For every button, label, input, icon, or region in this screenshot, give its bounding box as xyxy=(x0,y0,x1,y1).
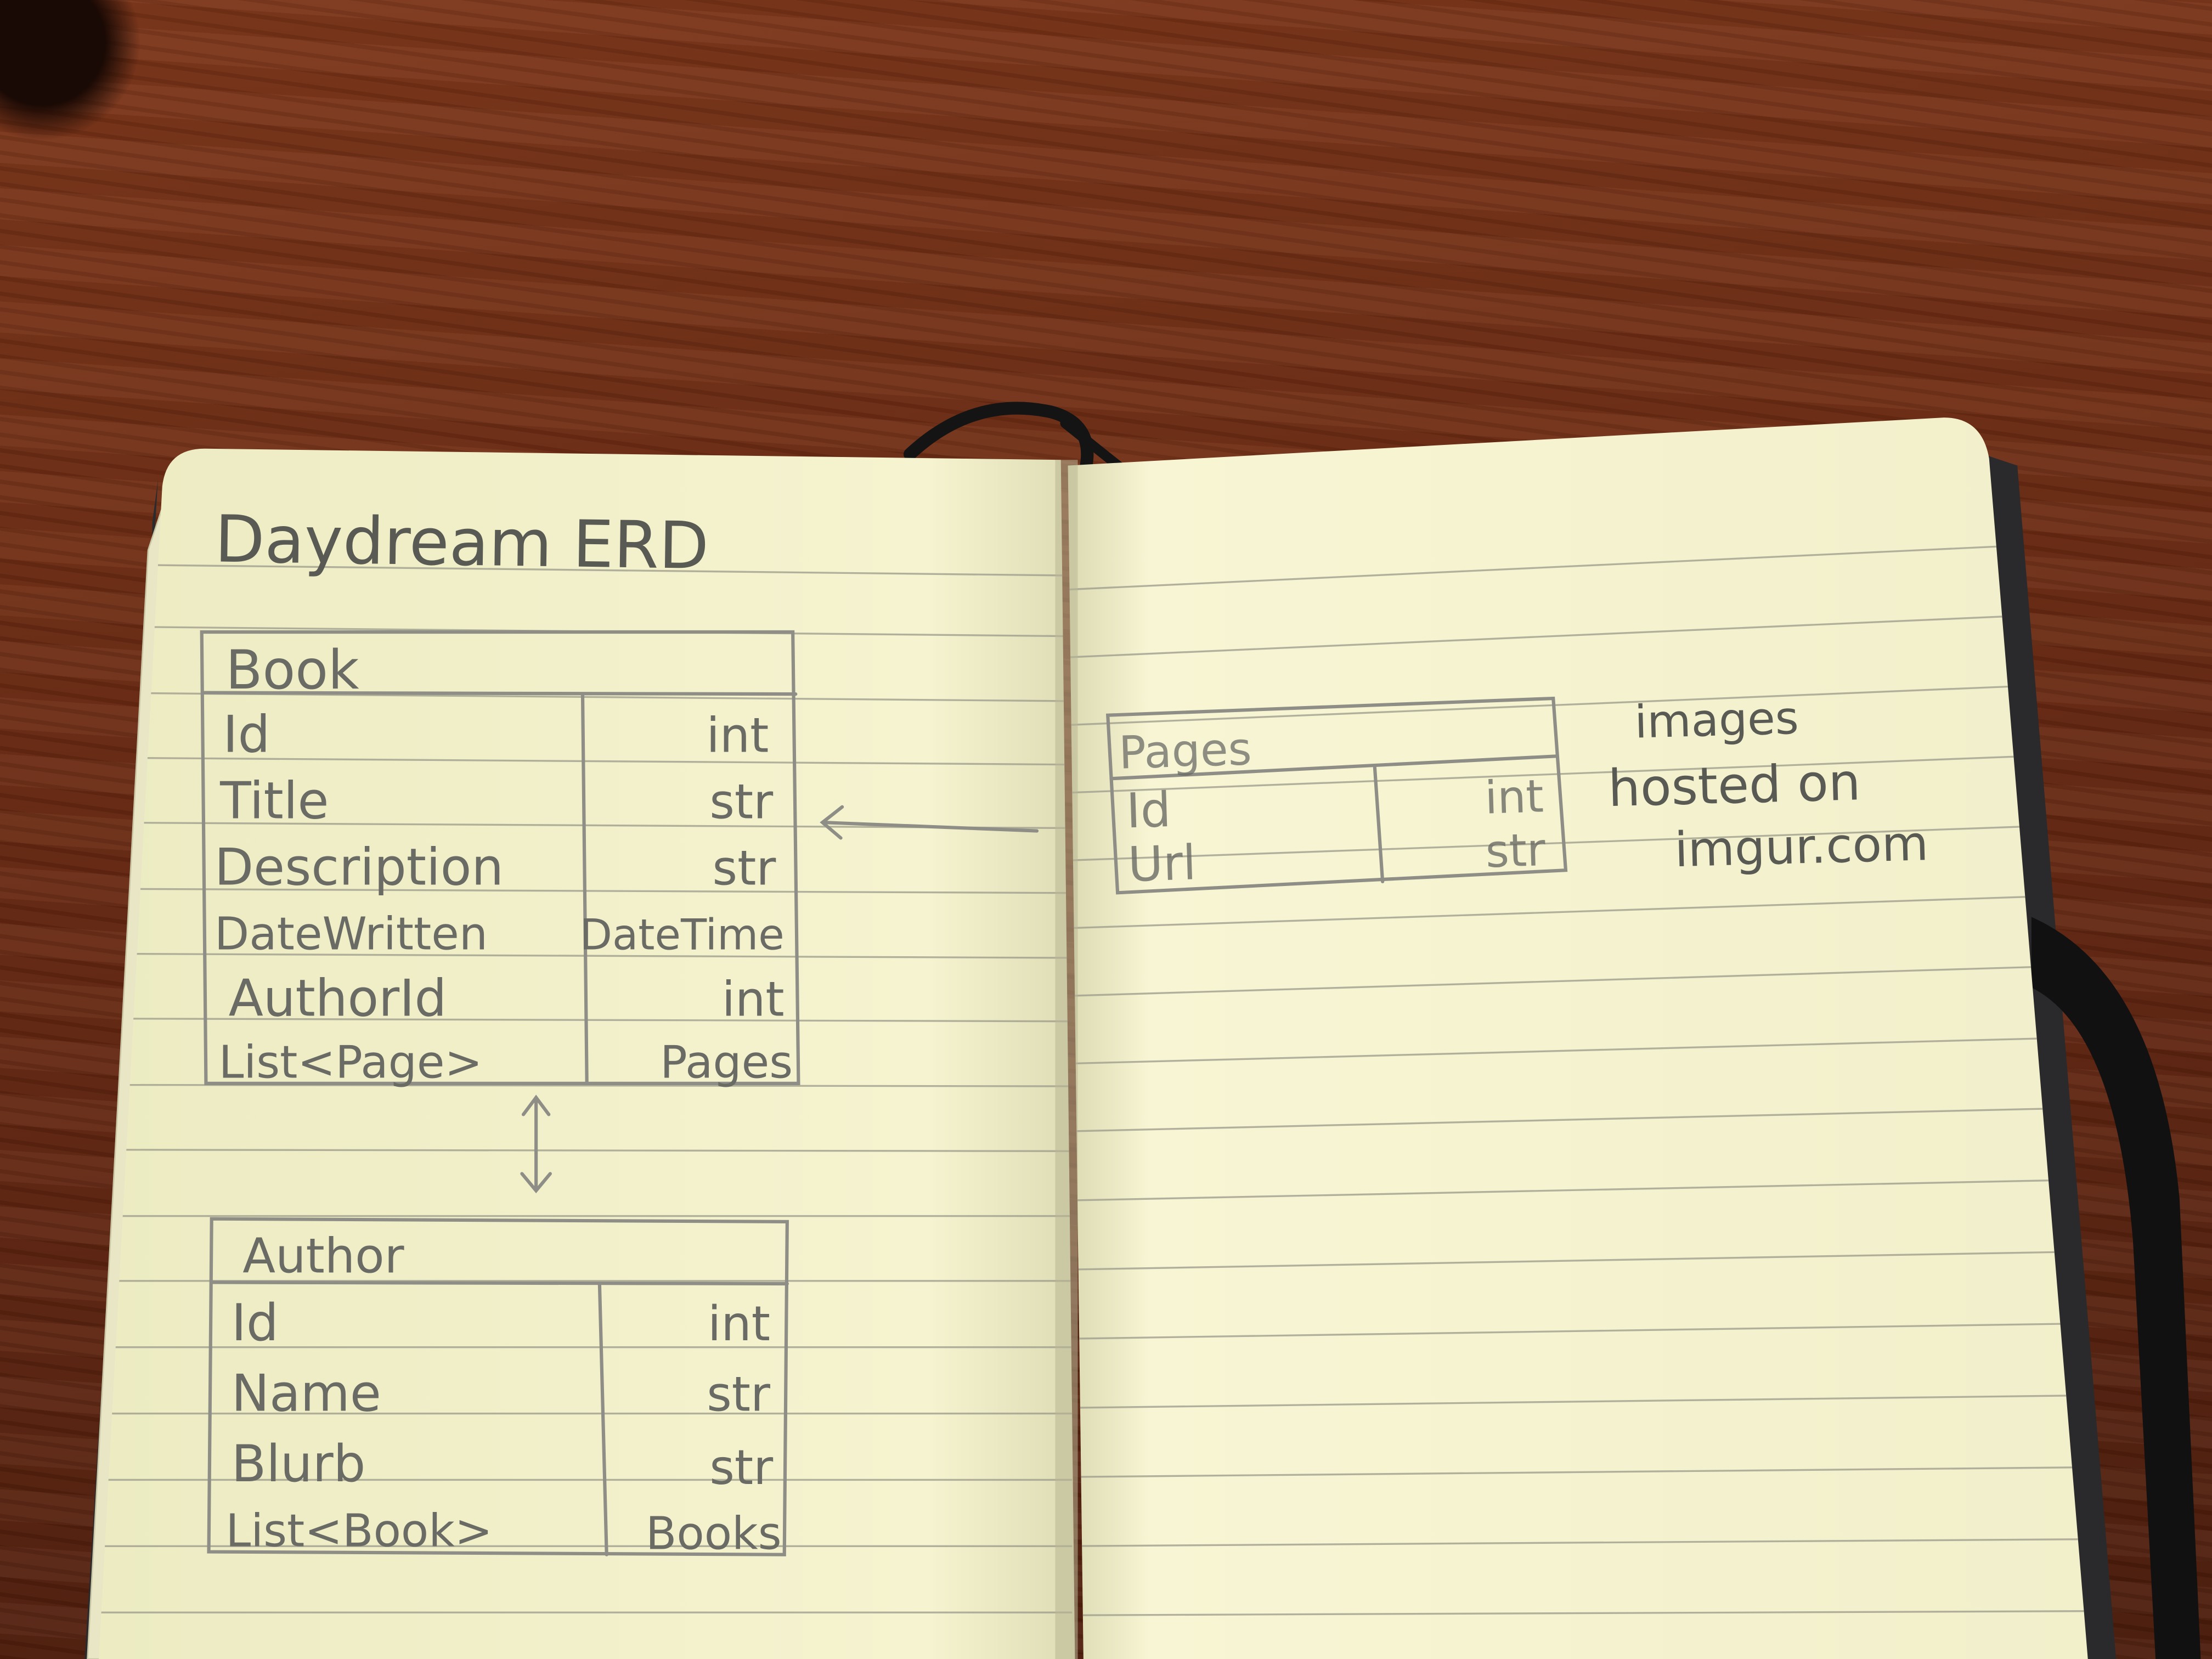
note-line: hosted on xyxy=(1607,752,1861,818)
book-field-type: int xyxy=(722,971,785,1027)
book-field-name: AuthorId xyxy=(229,968,447,1028)
book-entity-name: Book xyxy=(225,639,359,702)
pages-field-type: str xyxy=(1485,824,1546,878)
book-entity: Book Id int Title str Description str Da… xyxy=(200,630,800,1089)
pages-field-name: Id xyxy=(1125,782,1171,839)
ribbon-tail xyxy=(1060,418,1127,473)
note-line: imgur.com xyxy=(1674,815,1929,878)
book-field-name: List<Page> xyxy=(219,1037,483,1089)
author-field-name: Blurb xyxy=(232,1434,366,1493)
pages-entity: Pages Id int Url str xyxy=(1105,696,1568,895)
pages-book-relationship-arrow xyxy=(820,805,1039,840)
author-field-name: Name xyxy=(232,1363,381,1423)
note-line: images xyxy=(1634,692,1799,749)
book-field-type: str xyxy=(713,840,776,896)
right-page xyxy=(1068,417,2088,1659)
book-field-name: Description xyxy=(215,837,504,896)
author-entity: Author Id int Name str Blurb str List<Bo… xyxy=(207,1217,789,1560)
author-field-type: Books xyxy=(646,1508,782,1560)
book-field-type: DateTime xyxy=(580,911,785,960)
hosting-note: images hosted on imgur.com xyxy=(1607,692,1929,878)
author-field-name: List<Book> xyxy=(225,1505,492,1557)
author-entity-name: Author xyxy=(242,1228,404,1284)
author-field-type: int xyxy=(708,1296,770,1352)
right-page-rules xyxy=(1068,540,2088,1616)
book-field-type: Pages xyxy=(660,1037,793,1089)
author-field-name: Id xyxy=(232,1293,279,1352)
book-field-name: DateWritten xyxy=(215,909,488,961)
diagram-title: Daydream ERD xyxy=(214,501,709,584)
pages-field-name: Url xyxy=(1127,834,1197,893)
book-field-name: Id xyxy=(223,705,270,764)
book-field-type: int xyxy=(706,708,769,764)
ribbon-bookmark xyxy=(903,402,1094,472)
book-field-name: Title xyxy=(219,771,329,830)
elastic-band xyxy=(2031,917,2201,1659)
pages-entity-name: Pages xyxy=(1118,723,1252,780)
book-author-relationship-arrow xyxy=(520,1094,552,1194)
author-field-type: str xyxy=(707,1366,770,1422)
spine-shadow xyxy=(1055,460,1078,1659)
author-field-type: str xyxy=(709,1440,773,1496)
book-field-type: str xyxy=(709,774,773,830)
pages-field-type: int xyxy=(1484,770,1544,824)
